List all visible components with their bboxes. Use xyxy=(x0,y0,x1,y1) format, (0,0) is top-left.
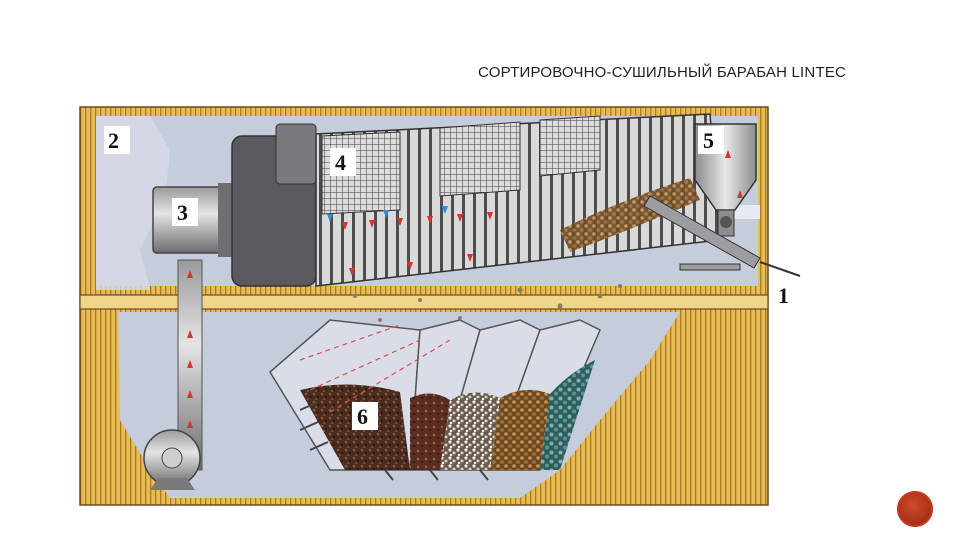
airflow-arrows xyxy=(342,212,493,276)
fraction-white xyxy=(440,392,500,470)
label-3: 3 xyxy=(177,200,188,225)
material-in-drum xyxy=(560,178,700,252)
label-6: 6 xyxy=(357,404,368,429)
label-2: 2 xyxy=(108,128,119,153)
page-title: СОРТИРОВОЧНО-СУШИЛЬНЫЙ БАРАБАН LINTEC xyxy=(478,64,847,81)
drum-screen-coarse xyxy=(439,121,521,197)
duct-arrows xyxy=(187,270,193,428)
fraction-teal xyxy=(540,360,595,470)
fraction-tan xyxy=(490,389,550,470)
label-5: 5 xyxy=(703,128,714,153)
floor-beam xyxy=(79,294,769,310)
air-lines xyxy=(299,324,451,413)
label-1: 1 xyxy=(778,283,789,308)
fraction-red xyxy=(410,393,450,470)
page-badge xyxy=(897,491,933,527)
label-4: 4 xyxy=(335,150,346,175)
feed-conveyor xyxy=(643,195,761,269)
